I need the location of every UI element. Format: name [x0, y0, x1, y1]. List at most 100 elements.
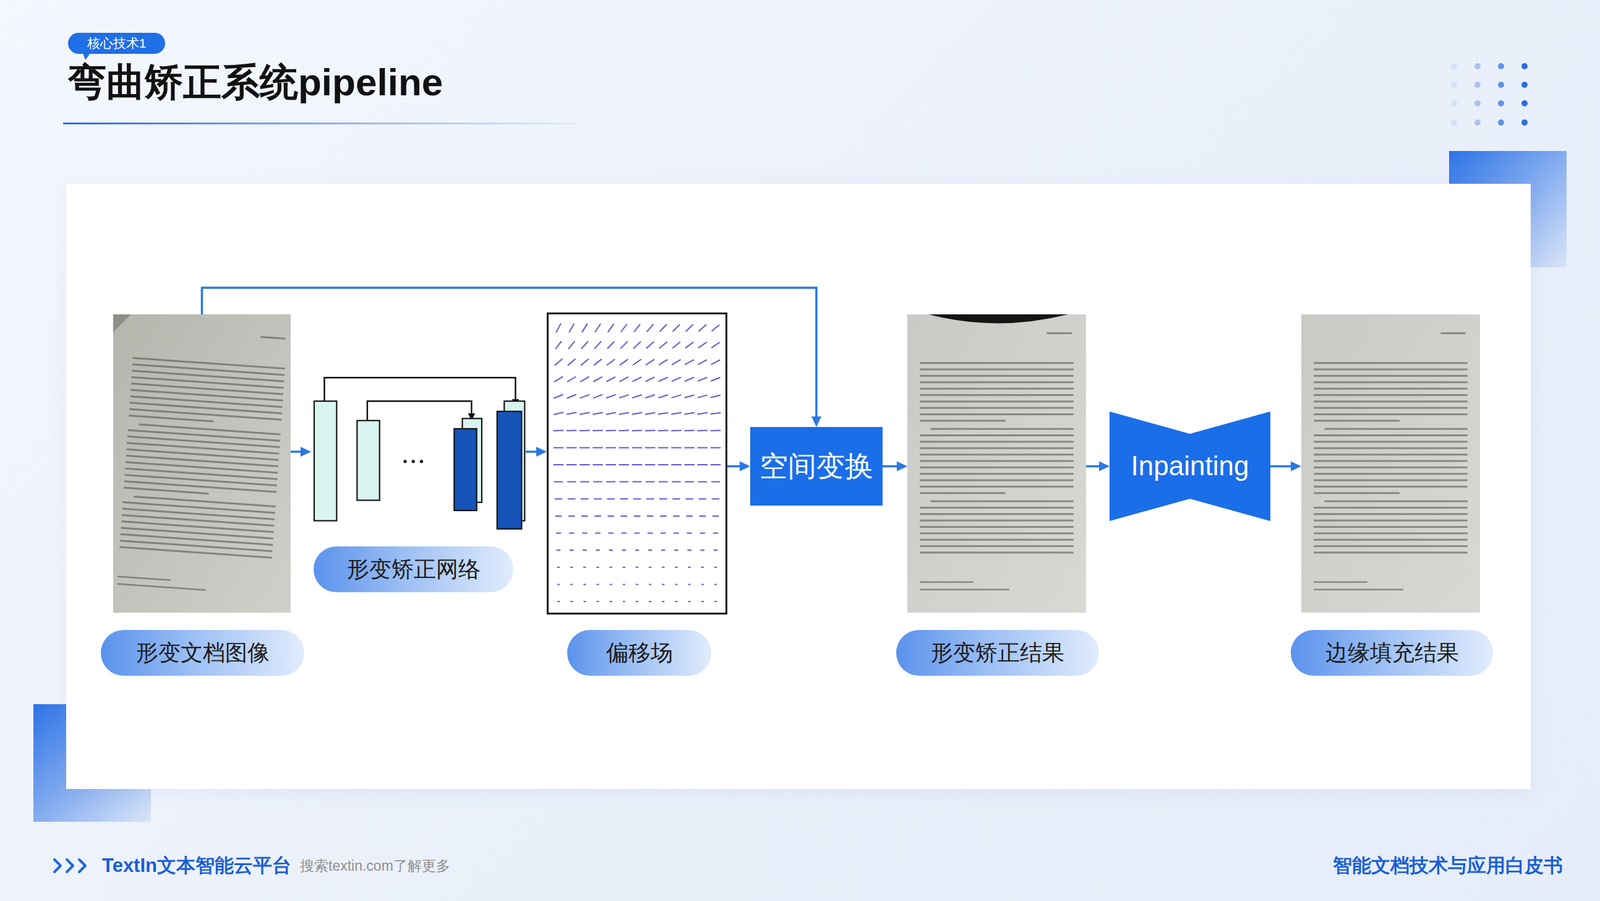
decoder-layer: [497, 411, 522, 529]
flow-vector: [635, 549, 639, 551]
flow-vector: [662, 566, 665, 568]
flow-vector: [688, 583, 691, 585]
flow-vector: [700, 549, 704, 551]
arrowhead: [1099, 461, 1110, 472]
flow-vector: [556, 323, 561, 332]
flow-vector: [646, 324, 654, 331]
flow-vector: [685, 324, 693, 331]
document-image: 形变矫正结果: [907, 314, 1087, 613]
flow-vector: [593, 429, 603, 432]
flow-vector: [659, 481, 668, 483]
flow-vector: [622, 549, 626, 551]
flow-vector: [554, 429, 564, 432]
flow-vector: [713, 532, 719, 534]
flow-vector: [685, 497, 693, 500]
skip-connection: [367, 400, 472, 420]
paper: [907, 314, 1087, 613]
flow-vector: [581, 341, 588, 349]
flow-vector: [684, 429, 694, 432]
flow-vector: [581, 497, 589, 500]
flow-vector: [557, 600, 560, 602]
flow-vector: [607, 341, 615, 349]
flow-vector: [619, 481, 628, 483]
title-underline: [63, 122, 579, 125]
flow-arrow: [290, 446, 312, 457]
flow-vector: [568, 497, 576, 500]
flow-vector: [688, 600, 691, 602]
flow-vector: [580, 463, 590, 466]
flow-vector: [620, 324, 627, 332]
ellipsis-dot: [403, 459, 407, 463]
flow-vector: [583, 600, 586, 602]
flow-vector: [671, 446, 681, 448]
flow-vector: [623, 583, 626, 585]
flow-vector: [620, 497, 628, 500]
flow-vector: [594, 341, 601, 349]
flow-vector: [645, 463, 655, 466]
flow-vector: [635, 532, 640, 534]
flow-vector: [713, 515, 719, 517]
flow-vector: [633, 342, 641, 349]
shadow-corner: [113, 314, 132, 333]
tag-pill: [68, 32, 166, 54]
flow-vector: [659, 497, 667, 500]
flow-vector: [686, 515, 693, 517]
flow-vector: [647, 515, 654, 517]
flow-vector: [711, 429, 721, 432]
flow-vector: [594, 359, 602, 365]
flow-vector: [593, 412, 603, 415]
flow-vector: [606, 376, 615, 381]
flow-vector: [646, 342, 654, 349]
flow-vector: [646, 497, 654, 500]
flow-vector: [659, 377, 668, 381]
flow-vector: [608, 532, 613, 534]
flow-vector: [636, 600, 639, 602]
flow-vector: [697, 463, 707, 466]
flow-vector: [570, 600, 573, 602]
dark-edge: [928, 314, 1069, 323]
flow-vector: [711, 481, 720, 483]
paper: [113, 314, 291, 613]
flow-vector: [620, 341, 628, 349]
flow-vector: [621, 532, 626, 534]
box-label: 空间变换: [759, 449, 874, 484]
flow-vector: [554, 394, 563, 399]
flow-vector: [648, 549, 652, 551]
flow-vector: [645, 429, 655, 432]
flow-vector: [661, 549, 665, 551]
flow-vector: [580, 429, 590, 432]
flow-vector: [658, 463, 668, 466]
flow-vector: [622, 566, 625, 568]
flow-vector: [672, 377, 681, 381]
flow-vector: [714, 583, 717, 585]
flow-vector: [557, 566, 560, 568]
flow-vector: [671, 394, 681, 398]
flow-vector: [567, 463, 577, 466]
flow-vector: [609, 566, 612, 568]
flow-vector: [632, 446, 642, 448]
flow-vector: [583, 566, 586, 568]
text-lines: [116, 327, 287, 595]
slide-title: 弯曲矫正系统pipeline: [68, 59, 443, 106]
tag-text: 核心技术1: [68, 35, 166, 51]
flow-vector: [554, 376, 563, 382]
flow-vector: [609, 600, 612, 602]
flow-vector: [632, 412, 642, 415]
flow-vector: [685, 481, 694, 483]
flow-vector: [568, 358, 576, 365]
flow-vector: [569, 532, 574, 534]
network-diagram: [311, 372, 526, 531]
flow-vector: [673, 515, 680, 517]
flow-vector: [711, 324, 720, 331]
flow-vector: [606, 394, 616, 398]
flow-vector: [596, 600, 599, 602]
flow-vector: [712, 497, 720, 500]
flow-vector: [606, 463, 616, 466]
flow-vector: [698, 359, 707, 365]
text-lines: [1313, 332, 1468, 591]
flow-vector: [632, 463, 642, 466]
flow-vector: [583, 583, 586, 585]
flow-vector: [567, 412, 577, 415]
flow-vector: [711, 342, 720, 348]
stage-label: 边缘填充结果: [1290, 629, 1494, 676]
